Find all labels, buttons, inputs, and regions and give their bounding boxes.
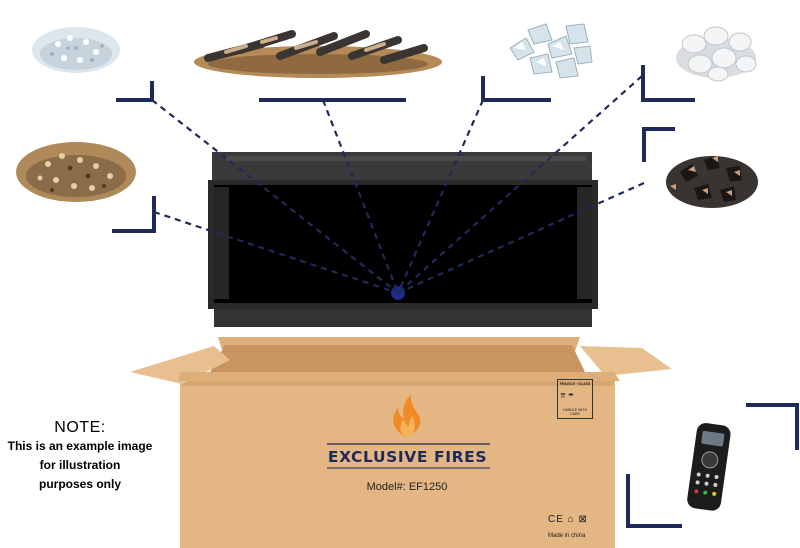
fragile-label: FRAGILE · GLASS ⇈ ☂ HANDLE WITH CARE bbox=[557, 379, 593, 419]
brand-name: EXCLUSIVE FIRES bbox=[327, 448, 488, 466]
log-set-icon bbox=[194, 30, 442, 78]
note-block: NOTE: This is an example image for illus… bbox=[0, 419, 160, 494]
black-glass-icon bbox=[666, 156, 758, 208]
remote-icon bbox=[687, 423, 731, 511]
corner-brackets bbox=[112, 65, 799, 528]
fireplace bbox=[208, 152, 598, 327]
dashed-connectors bbox=[151, 75, 645, 295]
note-line-3: purposes only bbox=[38, 477, 121, 491]
arrows-up-icon: ⇈ ☂ bbox=[560, 393, 575, 400]
note-title: NOTE: bbox=[54, 419, 106, 436]
cardboard-box bbox=[130, 337, 672, 548]
made-in-label: Made in china bbox=[548, 533, 586, 539]
flame-logo-icon bbox=[393, 395, 421, 437]
model-number: Model#: EF1250 bbox=[366, 481, 448, 493]
handle-with-care-text: HANDLE WITH CARE bbox=[562, 408, 588, 416]
white-crushed-glass-icon bbox=[32, 27, 120, 73]
amber-glass-icon bbox=[16, 142, 136, 202]
note-line-2: for illustration bbox=[39, 458, 121, 472]
fragile-label-text: FRAGILE · GLASS bbox=[559, 382, 591, 386]
ice-glass-icon bbox=[509, 23, 593, 79]
certification-marks: CE ⌂ ⊠ bbox=[548, 514, 588, 525]
pebble-icon bbox=[676, 26, 757, 82]
note-line-1: This is an example image bbox=[7, 439, 153, 453]
